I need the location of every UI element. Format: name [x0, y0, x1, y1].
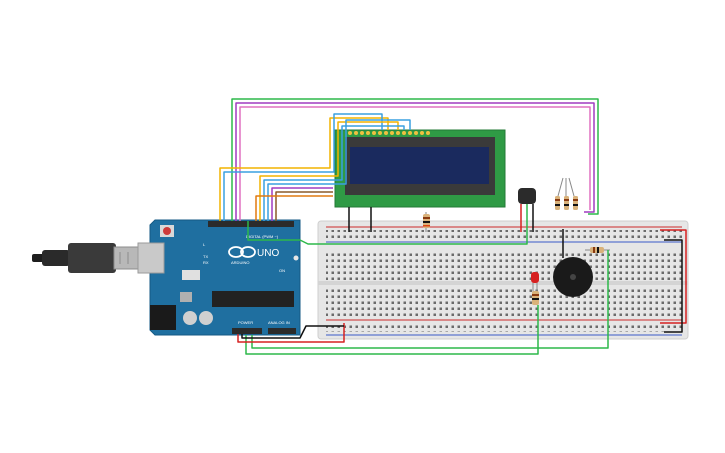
arduino-uno-board[interactable]: UNO ARDUINO DIGITAL (PWM ~) POWER ANALOG… [137, 219, 301, 336]
power-label: POWER [238, 320, 253, 325]
resistor[interactable] [423, 212, 430, 232]
digital-header [208, 221, 294, 227]
wire-pink-top [239, 106, 591, 221]
breadboard[interactable] [317, 220, 689, 340]
wire-purple-top [235, 102, 595, 221]
wire-blue-lcd-2 [263, 125, 405, 221]
wire-black-rail [664, 239, 683, 333]
usb-cable [32, 243, 141, 273]
lcd-screen [350, 147, 489, 184]
wire-red-power [237, 323, 345, 343]
wire-brown-lcd [275, 191, 333, 221]
power-jack [150, 305, 176, 330]
wire-blue-lcd-3 [267, 119, 411, 221]
led-label-rx: RX [203, 260, 209, 265]
wires [219, 98, 687, 355]
lcd-display[interactable] [334, 129, 506, 232]
wire-red-rail [660, 229, 687, 324]
arduino-logo-icon [228, 246, 256, 258]
atmega-chip [212, 291, 294, 307]
red-led-icon[interactable] [531, 272, 539, 305]
wire-orange-lcd [255, 195, 333, 221]
wire-green-sensor [247, 221, 528, 245]
wire-black-ground [241, 325, 344, 339]
led-label-tx: TX [203, 254, 208, 259]
buzzer-resistor[interactable] [585, 247, 610, 253]
wire-purple-lcd [271, 187, 333, 221]
board-brand: UNO [257, 248, 279, 259]
temperature-sensor-icon[interactable] [518, 188, 536, 232]
analog-label: ANALOG IN [268, 320, 290, 325]
wire-blue-lcd [223, 113, 383, 221]
usb-port [137, 242, 165, 274]
piezo-buzzer-icon[interactable] [553, 229, 593, 297]
power-header [232, 328, 262, 334]
wire-green-top [231, 98, 599, 221]
wire-green-led [245, 305, 539, 355]
analog-header [268, 328, 296, 334]
wire-yellow-lcd-2 [259, 121, 399, 221]
led-label-l: L [203, 242, 206, 247]
rgb-led-icon[interactable] [555, 177, 578, 210]
led-label-on: ON [279, 268, 285, 273]
board-logo-text: ARDUINO [231, 260, 249, 265]
digital-label: DIGITAL (PWM ~) [246, 234, 279, 239]
